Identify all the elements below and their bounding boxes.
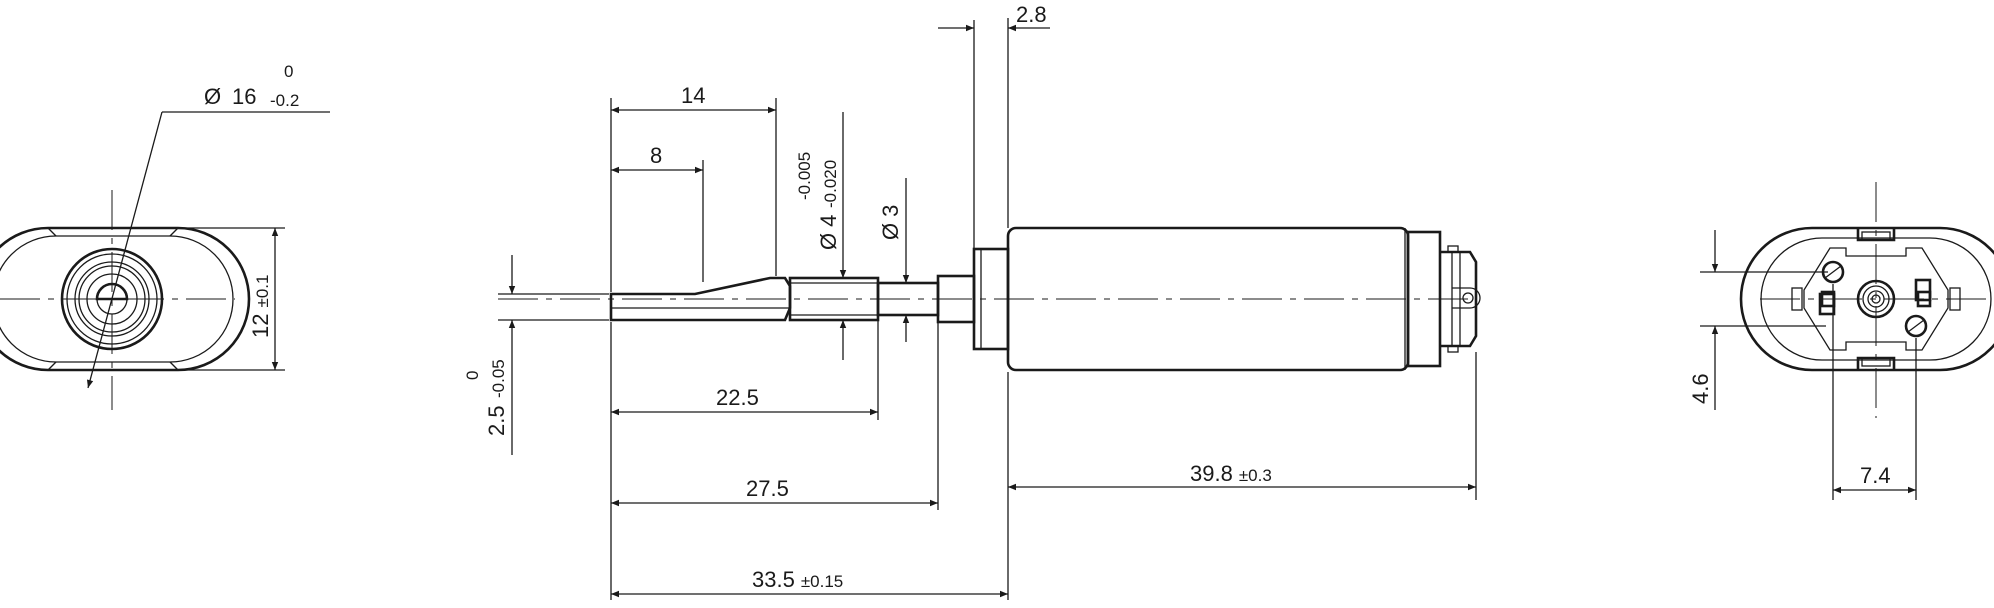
front-diameter-tol-lower: -0.2 <box>270 91 299 110</box>
side-view: 2.8 14 8 Ø4 -0.020 -0.005 Ø3 2.5 -0.05 0 <box>463 2 1481 600</box>
front-flange <box>60 247 164 351</box>
dim-shaft-tol-upper: -0.005 <box>795 152 814 200</box>
dim-shaft-diameter: Ø4 <box>816 215 841 250</box>
dim-flat-start: 8 <box>650 143 662 168</box>
rear-endcap-outline <box>1739 226 1994 372</box>
dim-flat-length: 14 <box>681 83 705 108</box>
front-height-dim: 12±0.1 <box>248 275 273 338</box>
rear-dim-vertical: 4.6 <box>1688 373 1713 404</box>
dim-collar-diameter: Ø3 <box>878 205 903 240</box>
terminal-hole <box>1462 292 1474 304</box>
front-view: 12±0.1 Ø 16 0 -0.2 <box>0 62 330 410</box>
dim-39-8: 39.8±0.3 <box>1190 461 1272 486</box>
rear-view: 4.6 7.4 <box>1688 182 1994 500</box>
dim-flat-height-tol-lower: -0.05 <box>489 359 508 398</box>
connector-housing <box>1440 250 1478 348</box>
dim-flat-height-tol-upper: 0 <box>463 371 482 380</box>
front-diameter-tol-upper: 0 <box>284 62 293 81</box>
rear-screw-bottom <box>1904 314 1928 338</box>
front-shaft <box>95 282 129 301</box>
rear-dim-horizontal: 7.4 <box>1860 463 1891 488</box>
front-diameter-symbol: Ø <box>204 84 221 109</box>
dim-flat-height: 2.5 <box>484 405 509 436</box>
rear-bearing <box>1856 279 1896 319</box>
dim-flange-thickness: 2.8 <box>1016 2 1047 27</box>
dim-shaft-tol-lower: -0.020 <box>821 160 840 208</box>
dim-33-5: 33.5±0.15 <box>752 567 843 592</box>
dim-27-5: 27.5 <box>746 476 789 501</box>
front-diameter-value: 16 <box>232 84 256 109</box>
dim-22-5: 22.5 <box>716 385 759 410</box>
